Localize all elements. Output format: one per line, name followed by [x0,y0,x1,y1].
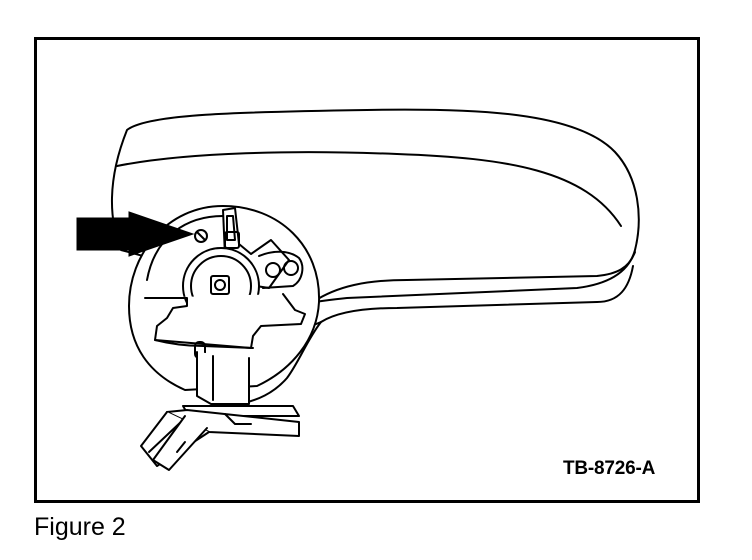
armrest-lower-contour [320,265,634,323]
retaining-screw [194,229,208,243]
detent-track [258,250,304,289]
figure-caption: Figure 2 [34,513,126,541]
mounting-foot-side-flange [152,415,208,471]
detent-hole-left [265,262,281,278]
latch-slot-lower [224,231,240,249]
bracket-leg [196,351,250,405]
detent-hole-right [283,260,299,276]
mounting-foot-detail [224,413,252,425]
pivot-square-drive [210,275,230,295]
mounting-plate [144,293,306,349]
mounting-plate-lower [154,339,254,349]
armrest-lower-seam [312,251,636,303]
armrest-illustration [76,108,640,471]
indicator-arrow [76,211,195,257]
figure-frame: TB-8726-A [34,37,700,503]
armrest-top-crease [116,151,622,227]
retaining-screw-slot [196,231,206,241]
figure-code: TB-8726-A [563,458,656,479]
pivot-square-center [214,279,226,291]
mounting-foot-hole [176,441,186,453]
